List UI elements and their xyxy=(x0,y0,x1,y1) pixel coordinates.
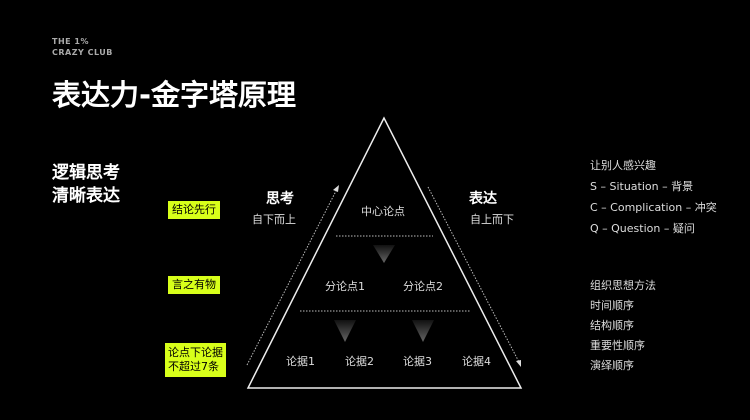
methods-heading: 组织思想方法 xyxy=(590,279,656,292)
expression-direction: 自上而下 xyxy=(470,213,514,226)
tag-substance: 言之有物 xyxy=(168,276,220,294)
subtitle-line1: 逻辑思考 xyxy=(52,163,120,183)
page-title: 表达力-金字塔原理 xyxy=(52,78,297,112)
method-item: 演绎顺序 xyxy=(590,359,634,372)
brand-line1: THE 1% xyxy=(52,37,89,46)
thinking-title: 思考 xyxy=(266,191,294,207)
method-item: 重要性顺序 xyxy=(590,339,645,352)
method-item: 时间顺序 xyxy=(590,299,634,312)
down-arrow-head-icon xyxy=(516,360,521,367)
evidence-item: 论据4 xyxy=(462,355,491,368)
sub-point: 分论点1 xyxy=(325,280,365,293)
scq-item: S – Situation – 背景 xyxy=(590,180,694,193)
down-arrow-icon xyxy=(373,245,395,263)
evidence-item: 论据1 xyxy=(286,355,315,368)
subtitle-line2: 清晰表达 xyxy=(52,186,120,206)
pyramid-triangle xyxy=(246,116,523,389)
tag-evidence-limit-line1: 论点下论据 xyxy=(168,346,223,359)
center-point: 中心论点 xyxy=(361,205,405,218)
tag-evidence-limit-line2: 不超过7条 xyxy=(168,360,219,373)
down-arrow-icon xyxy=(334,320,356,342)
interest-heading: 让别人感兴趣 xyxy=(590,159,656,172)
expression-title: 表达 xyxy=(469,191,497,207)
scq-item: Q – Question – 疑问 xyxy=(590,222,695,235)
tag-evidence-limit: 论点下论据 不超过7条 xyxy=(165,343,226,377)
up-arrow-icon xyxy=(333,185,339,192)
down-arrow-icon xyxy=(412,320,434,342)
evidence-item: 论据3 xyxy=(403,355,432,368)
brand-line2: CRAZY CLUB xyxy=(52,48,113,57)
sub-point: 分论点2 xyxy=(403,280,443,293)
scq-item: C – Complication – 冲突 xyxy=(590,201,717,214)
thinking-direction: 自下而上 xyxy=(252,213,296,226)
method-item: 结构顺序 xyxy=(590,319,634,332)
evidence-item: 论据2 xyxy=(345,355,374,368)
tag-conclusion-first: 结论先行 xyxy=(168,201,220,219)
